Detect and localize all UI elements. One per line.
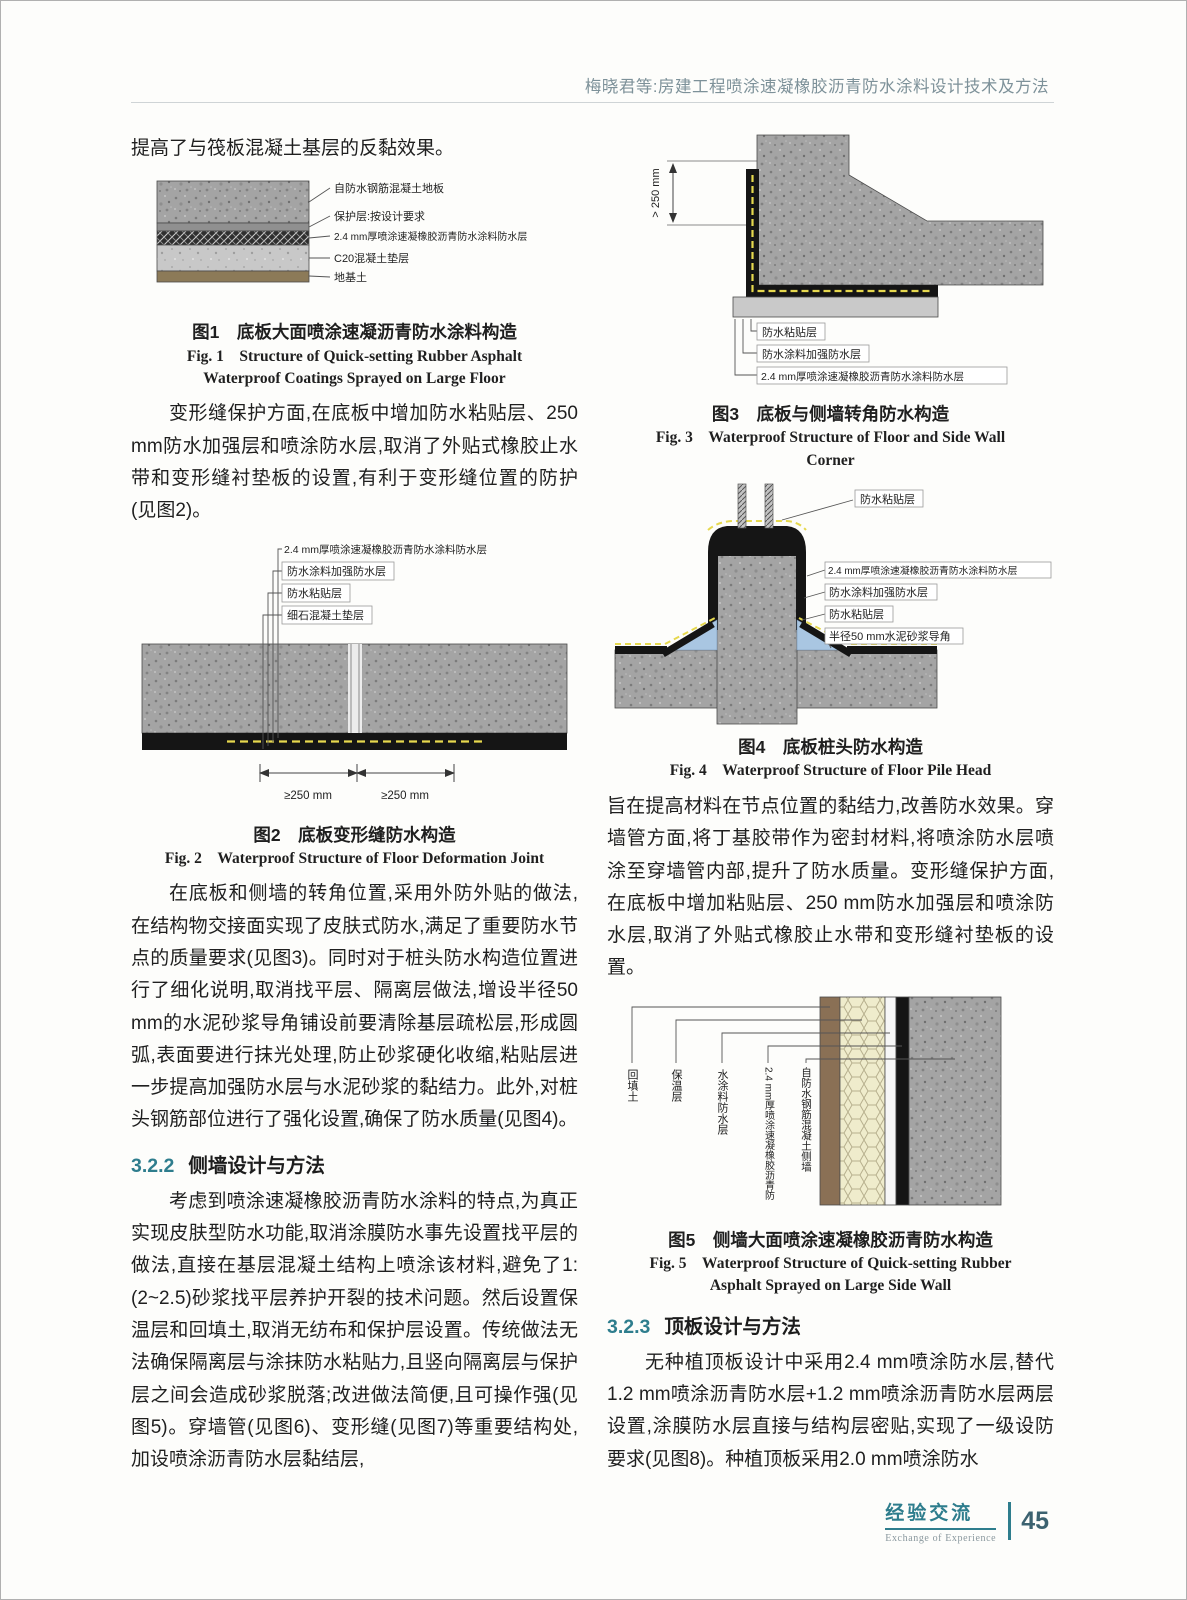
fig3-caption-en1: Fig. 3 Waterproof Structure of Floor and… [655,429,1006,447]
fig3-caption-zh: 图3 底板与侧墙转角防水构造 [711,404,950,424]
fig4-label-fillet: 半径50 mm水泥砂浆导角 [829,629,951,643]
fig2-dim-left: ≥250 mm [284,790,332,802]
para-roof-method: 无种植顶板设计中采用2.4 mm喷涂防水层,替代1.2 mm喷涂沥青防水层+1.… [607,1351,1054,1470]
fig2-dim-right: ≥250 mm [381,790,429,802]
header-divider [131,102,1054,103]
fig5-label-membrane-2: 水涂料防水层 [716,1068,729,1135]
fig1-caption-zh: 图1 底板大面喷涂速凝沥青防水涂料构造 [192,322,517,343]
fig5-caption: 图5 侧墙大面喷涂速凝橡胶沥青防水构造 Fig. 5 Waterproof St… [607,1227,1054,1298]
fig2-caption: 图2 底板变形缝防水构造 Fig. 2 Waterproof Structure… [131,822,578,871]
fig5-label-wall: 自防水钢筋混凝土侧墙 [800,1066,812,1173]
fig4-label-bond: 防水粘贴层 [829,607,884,621]
fig3-diagram: > 250 mm 防水粘贴层 防水涂料加强防水层 2.4 mm厚喷涂速凝橡胶沥青… [650,134,1044,385]
fig3-dim-label: > 250 mm [650,168,662,217]
fig5-label-membrane-1: 2.4 mm厚喷涂速凝橡胶沥青防 [763,1067,775,1201]
heading-3-2-3-title: 顶板设计与方法 [664,1315,801,1338]
footer-section-en: Exchange of Experience [885,1533,997,1544]
heading-3-2-2: 3.2.2 侧墙设计与方法 [131,1149,578,1178]
fig4-caption: 图4 底板桩头防水构造 Fig. 4 Waterproof Structure … [607,734,1054,783]
fig3-label-membrane: 2.4 mm厚喷涂速凝橡胶沥青防水涂料防水层 [761,370,964,383]
right-column: > 250 mm 防水粘贴层 防水涂料加强防水层 2.4 mm厚喷涂速凝橡胶沥青… [607,125,1054,1476]
left-column: 提高了与筏板混凝土基层的反黏效果。 自防水钢筋混凝土地板 保护层:按设计要求 2… [131,125,578,1476]
fig2-label-reinforce: 防水涂料加强防水层 [287,564,386,578]
fig3-caption: 图3 底板与侧墙转角防水构造 Fig. 3 Waterproof Structu… [607,401,1054,472]
fig2-label-membrane: 2.4 mm厚喷涂速凝橡胶沥青防水涂料防水层 [284,543,487,556]
fig1-label-cushion: C20混凝土垫层 [334,251,409,265]
fig3-caption-en2: Corner [806,451,855,469]
para-sidewall-method: 考虑到喷涂速凝橡胶沥青防水涂料的特点,为真正实现皮肤型防水功能,取消涂膜防水事先… [131,1190,578,1471]
footer-divider-bar [1008,1502,1012,1540]
heading-3-2-3: 3.2.3 顶板设计与方法 [607,1310,1054,1339]
fig2-label-bond: 防水粘贴层 [287,586,342,600]
fig1-label-soil: 地基土 [334,271,367,284]
footer-section-zh: 经验交流 [885,1498,997,1530]
fig4-diagram: 防水粘贴层 2.4 mm厚喷涂速凝橡胶沥青防水涂料防水层 防水涂料加强防水层 防… [614,483,1052,725]
fig5-diagram: 回填土 保温层 水涂料防水层 2.4 mm厚喷涂速凝橡胶沥青防 自防水钢筋混凝土… [626,996,1002,1206]
fig5-label-backfill: 回填土 [626,1068,639,1101]
fig5-caption-zh: 图5 侧墙大面喷涂速凝橡胶沥青防水构造 [668,1229,993,1250]
page-footer: 经验交流 Exchange of Experience 45 [885,1498,1049,1544]
page-number: 45 [1021,1506,1049,1535]
heading-3-2-3-number: 3.2.3 [607,1315,651,1338]
para-deformation-joint: 变形缝保护方面,在底板中增加防水粘贴层、250 mm防水加强层和喷涂防水层,取消… [131,403,578,522]
fig4-caption-en: Fig. 4 Waterproof Structure of Floor Pil… [669,762,992,780]
heading-3-2-2-number: 3.2.2 [131,1154,175,1177]
fig2-caption-zh: 图2 底板变形缝防水构造 [253,824,456,845]
fig1-caption: 图1 底板大面喷涂速凝沥青防水涂料构造 Fig. 1 Structure of … [131,319,578,390]
fig1-label-membrane: 2.4 mm厚喷涂速凝橡胶沥青防水涂料防水层 [334,230,527,243]
para-intro: 提高了与筏板混凝土基层的反黏效果。 [131,138,455,159]
fig1-label-floor: 自防水钢筋混凝土地板 [334,181,444,195]
fig5-caption-en2: Asphalt Sprayed on Large Side Wall [709,1277,952,1295]
fig2-label-cushion: 细石混凝土垫层 [287,608,364,622]
fig4-label-bond-top: 防水粘贴层 [860,492,915,506]
footer-section: 经验交流 Exchange of Experience [885,1498,997,1544]
fig2-caption-en: Fig. 2 Waterproof Structure of Floor Def… [164,849,545,867]
running-head: 梅晓君等:房建工程喷涂速凝橡胶沥青防水涂料设计技术及方法 [584,78,1049,96]
fig3-label-reinforce: 防水涂料加强防水层 [762,347,861,361]
para-node-bonding: 旨在提高材料在节点位置的黏结力,改善防水效果。穿墙管方面,将丁基胶带作为密封材料… [607,795,1054,979]
fig1-diagram: 自防水钢筋混凝土地板 保护层:按设计要求 2.4 mm厚喷涂速凝橡胶沥青防水涂料… [156,180,527,284]
fig1-caption-en1: Fig. 1 Structure of Quick-setting Rubber… [186,347,523,365]
heading-3-2-2-title: 侧墙设计与方法 [188,1154,325,1177]
para-corner-and-pile: 在底板和侧墙的转角位置,采用外防外贴的做法,在结构物交接面实现了皮肤式防水,满足… [131,883,578,1131]
fig4-label-membrane: 2.4 mm厚喷涂速凝橡胶沥青防水涂料防水层 [828,564,1018,577]
fig1-caption-en2: Waterproof Coatings Sprayed on Large Flo… [203,370,506,388]
fig1-label-protection: 保护层:按设计要求 [334,209,425,223]
fig2-diagram: 2.4 mm厚喷涂速凝橡胶沥青防水涂料防水层 防水涂料加强防水层 防水粘贴层 细… [141,543,568,802]
fig4-caption-zh: 图4 底板桩头防水构造 [738,737,923,758]
fig5-label-insulation: 保温层 [670,1067,683,1102]
fig4-label-reinforce: 防水涂料加强防水层 [829,585,928,599]
fig3-label-bond: 防水粘贴层 [762,325,817,339]
fig5-caption-en1: Fig. 5 Waterproof Structure of Quick-set… [649,1254,1012,1272]
